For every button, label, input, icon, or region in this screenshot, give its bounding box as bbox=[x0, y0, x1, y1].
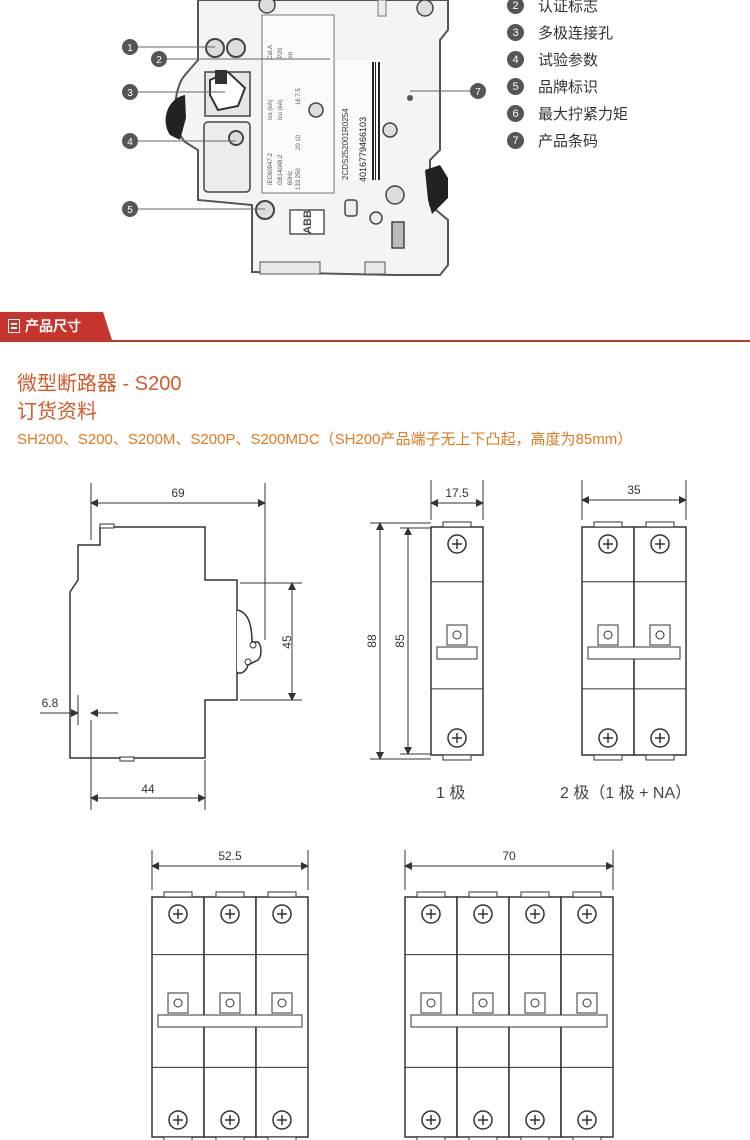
toggle-icon bbox=[426, 998, 436, 1008]
dim-side-width: 69 bbox=[171, 486, 185, 500]
terminal-top bbox=[520, 891, 550, 898]
dim-side-depth: 44 bbox=[141, 782, 155, 796]
dim-2pole-width: 35 bbox=[627, 483, 641, 497]
svg-text:Ics (kA): Ics (kA) bbox=[268, 100, 274, 120]
legend-number: 7 bbox=[507, 132, 524, 149]
legend-item: 6 最大拧紧力矩 bbox=[507, 100, 747, 127]
section-tab: 产品尺寸 bbox=[0, 312, 112, 340]
callout-7: 7 bbox=[475, 87, 481, 98]
dim-1pole-total-height: 88 bbox=[365, 634, 379, 648]
side-view-drawing: 69 45 44 6.8 bbox=[40, 483, 302, 810]
toggle-icon bbox=[603, 630, 613, 640]
dim-side-height: 45 bbox=[280, 635, 294, 649]
toggle-window bbox=[271, 992, 293, 1014]
device-label-illustration: Cat.A IP20 Icn Ics (kA) Icu (kA) IEC6094… bbox=[122, 0, 486, 276]
toggle-window bbox=[446, 624, 468, 646]
svg-text:GB14048.2: GB14048.2 bbox=[278, 154, 284, 185]
svg-text:20 10: 20 10 bbox=[296, 134, 302, 150]
legend-number: 5 bbox=[507, 78, 524, 95]
legend-item: 5 品牌标识 bbox=[507, 73, 747, 100]
terminal-top bbox=[645, 521, 675, 528]
toggle-icon bbox=[277, 998, 287, 1008]
legend-label: 最大拧紧力矩 bbox=[538, 106, 629, 123]
svg-text:Icu (kA): Icu (kA) bbox=[278, 99, 284, 120]
barcode-digits: 4016779466103 bbox=[358, 117, 368, 182]
toggle-icon bbox=[452, 630, 462, 640]
dim-3pole-width: 52.5 bbox=[218, 849, 242, 863]
toggle-icon bbox=[655, 630, 665, 640]
callout-3: 3 bbox=[127, 88, 133, 99]
svg-text:IP20: IP20 bbox=[278, 47, 284, 60]
dim-1pole-body-height: 85 bbox=[393, 634, 407, 648]
document-icon bbox=[8, 319, 20, 333]
toggle-window bbox=[649, 624, 671, 646]
toggle-icon bbox=[478, 998, 488, 1008]
toggle-window bbox=[524, 992, 546, 1014]
toggle-lever bbox=[436, 646, 478, 660]
terminal-top bbox=[416, 891, 446, 898]
svg-text:Cat.A: Cat.A bbox=[268, 45, 274, 60]
product-title: 微型断路器 - S200 bbox=[17, 373, 182, 395]
callout-1: 1 bbox=[127, 43, 133, 54]
brand-logo: ABB bbox=[302, 210, 314, 234]
caption-2-pole: 2 极（1 极 + NA） bbox=[560, 785, 692, 802]
legend-label: 多极连接孔 bbox=[538, 25, 614, 42]
svg-text:133 250: 133 250 bbox=[296, 168, 302, 190]
terminal-top bbox=[442, 521, 472, 528]
legend-item: 3 多极连接孔 bbox=[507, 19, 747, 46]
toggle-window bbox=[420, 992, 442, 1014]
legend-number: 2 bbox=[507, 0, 524, 14]
toggle-window bbox=[219, 992, 241, 1014]
product-note: SH200、S200、S200M、S200P、S200MDC（SH200产品端子… bbox=[17, 431, 633, 448]
toggle-icon bbox=[582, 998, 592, 1008]
terminal-top bbox=[163, 891, 193, 898]
svg-text:16 7.5: 16 7.5 bbox=[296, 88, 302, 105]
toggle-window bbox=[576, 992, 598, 1014]
terminal-bottom bbox=[645, 754, 675, 761]
legend-label: 试验参数 bbox=[538, 52, 599, 69]
terminal-top bbox=[468, 891, 498, 898]
callout-4: 4 bbox=[127, 137, 133, 148]
terminal-top bbox=[267, 891, 297, 898]
terminal-top bbox=[572, 891, 602, 898]
section-title: 产品尺寸 bbox=[25, 318, 81, 334]
svg-text:IEC60947-2: IEC60947-2 bbox=[268, 152, 274, 185]
legend-label: 认证标志 bbox=[538, 0, 599, 15]
toggle-window bbox=[597, 624, 619, 646]
section-rule bbox=[0, 340, 750, 342]
barcode-code: 2CDS252001R0254 bbox=[341, 108, 350, 180]
legend-item: 4 试验参数 bbox=[507, 46, 747, 73]
toggle-icon bbox=[225, 998, 235, 1008]
front-views-drawing: 17.5 88 85 35 52.5 70 bbox=[151, 480, 687, 1140]
handle-tie-bar bbox=[157, 1014, 303, 1028]
terminal-top bbox=[593, 521, 623, 528]
legend-number: 4 bbox=[507, 51, 524, 68]
svg-text:60Hz: 60Hz bbox=[288, 171, 294, 185]
handle-tie-bar bbox=[587, 646, 681, 660]
dim-4pole-width: 70 bbox=[502, 849, 516, 863]
toggle-icon bbox=[173, 998, 183, 1008]
toggle-window bbox=[472, 992, 494, 1014]
toggle-window bbox=[167, 992, 189, 1014]
legend-label: 品牌标识 bbox=[538, 79, 599, 96]
legend-label: 产品条码 bbox=[538, 133, 599, 150]
terminal-bottom bbox=[593, 754, 623, 761]
product-subtitle: 订货资料 bbox=[17, 401, 97, 423]
caption-1-pole: 1 极 bbox=[436, 785, 466, 802]
legend-number: 3 bbox=[507, 24, 524, 41]
legend-item: 2 认证标志 bbox=[507, 0, 747, 19]
callout-5: 5 bbox=[127, 205, 133, 216]
dim-1pole-width: 17.5 bbox=[445, 486, 469, 500]
toggle-icon bbox=[530, 998, 540, 1008]
handle-tie-bar bbox=[410, 1014, 608, 1028]
svg-text:Icn: Icn bbox=[288, 52, 294, 60]
legend-item: 7 产品条码 bbox=[507, 127, 747, 154]
section-header: 产品尺寸 bbox=[0, 312, 750, 342]
feature-legend: 2 认证标志 3 多极连接孔 4 试验参数 5 品牌标识 6 最大拧紧力矩 7 … bbox=[507, 0, 747, 154]
terminal-top bbox=[215, 891, 245, 898]
callout-2: 2 bbox=[156, 55, 162, 66]
dim-side-offset: 6.8 bbox=[42, 696, 59, 710]
legend-number: 6 bbox=[507, 105, 524, 122]
terminal-bottom bbox=[442, 754, 472, 761]
